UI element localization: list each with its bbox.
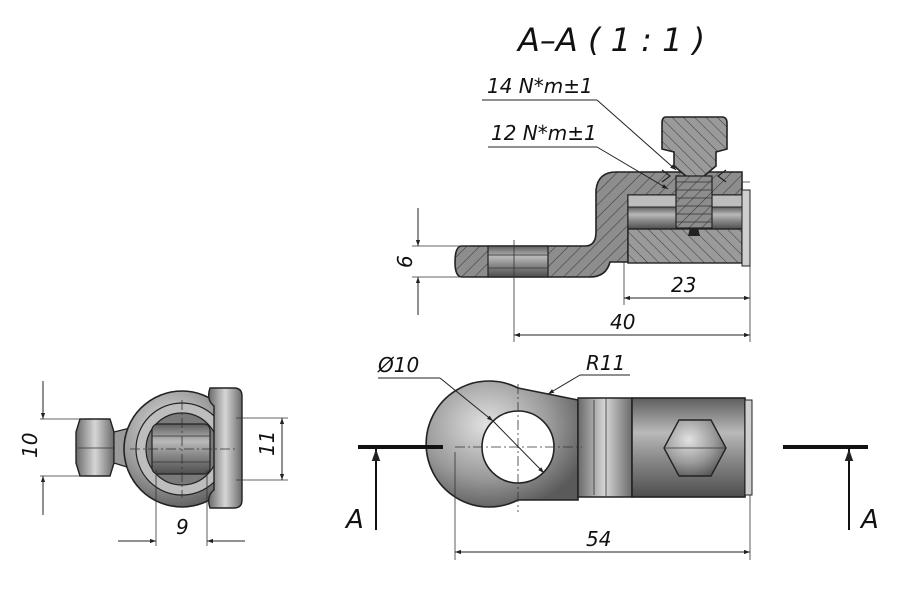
dim-6: 6 xyxy=(393,255,417,268)
diameter-label: Ø10 xyxy=(377,353,419,377)
section-view: A–A ( 1 : 1 ) 14 N*m±1 12 N*m±1 6 xyxy=(393,21,751,342)
tongue-flange xyxy=(207,387,243,509)
radius-label: R11 xyxy=(586,351,625,375)
dim-40: 40 xyxy=(610,310,635,334)
dim-23: 23 xyxy=(671,273,696,297)
dim-9: 9 xyxy=(176,515,189,539)
end-view: 10 11 9 xyxy=(18,381,288,546)
eye-bore-section xyxy=(487,245,549,278)
torque-upper-label: 14 N*m±1 xyxy=(487,74,593,98)
section-mark-right: A xyxy=(859,505,879,535)
torque-lower-label: 12 N*m±1 xyxy=(491,121,597,145)
dim-10: 10 xyxy=(18,433,42,458)
hex-nut xyxy=(75,418,115,477)
bolt-thread xyxy=(675,175,713,229)
top-view: Ø10 R11 54 A A xyxy=(344,351,879,560)
section-title: A–A ( 1 : 1 ) xyxy=(516,21,705,59)
section-mark-left: A xyxy=(344,505,364,535)
dim-54: 54 xyxy=(586,527,611,551)
dim-11: 11 xyxy=(255,431,279,456)
